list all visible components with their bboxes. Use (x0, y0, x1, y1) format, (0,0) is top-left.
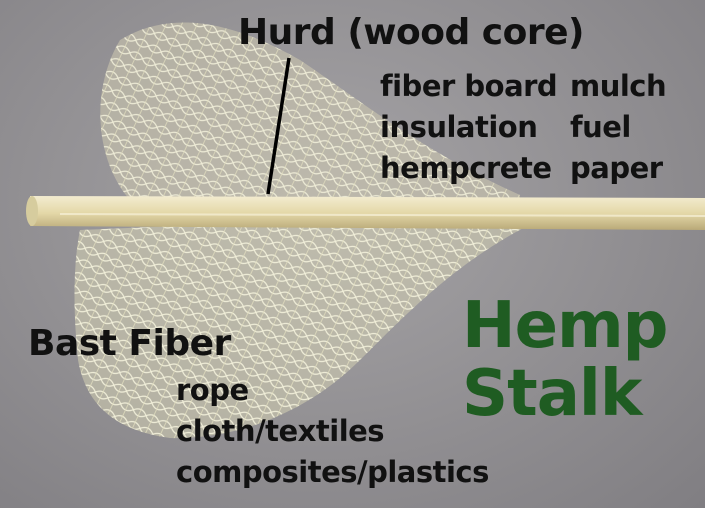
hurd-use-item: hempcrete (380, 151, 552, 185)
hurd-use-item: paper (570, 151, 663, 185)
hemp-stalk-heading: Hemp Stalk (462, 289, 668, 431)
bast-use-item: cloth/textiles (176, 414, 385, 448)
hurd-use-item: mulch (570, 69, 667, 103)
lower-fiber-mass (74, 210, 560, 439)
heading-line-1: Hemp (462, 289, 668, 363)
hurd-pointer-line (266, 57, 291, 195)
hurd-use-item: fuel (570, 110, 631, 144)
bast-fiber-title: Bast Fiber (28, 323, 231, 364)
hurd-stalk (26, 196, 705, 230)
bast-use-item: composites/plastics (176, 455, 489, 489)
hurd-uses-column-2: mulch fuel paper (570, 66, 667, 189)
bast-uses-list: rope cloth/textiles composites/plastics (176, 370, 489, 493)
upper-fiber-mass (100, 22, 520, 205)
hurd-uses-column-1: fiber board insulation hempcrete (380, 66, 558, 189)
bast-use-item: rope (176, 373, 249, 407)
hurd-use-item: insulation (380, 110, 538, 144)
hurd-use-item: fiber board (380, 69, 558, 103)
heading-line-2: Stalk (462, 357, 642, 431)
hurd-title: Hurd (wood core) (238, 12, 585, 53)
